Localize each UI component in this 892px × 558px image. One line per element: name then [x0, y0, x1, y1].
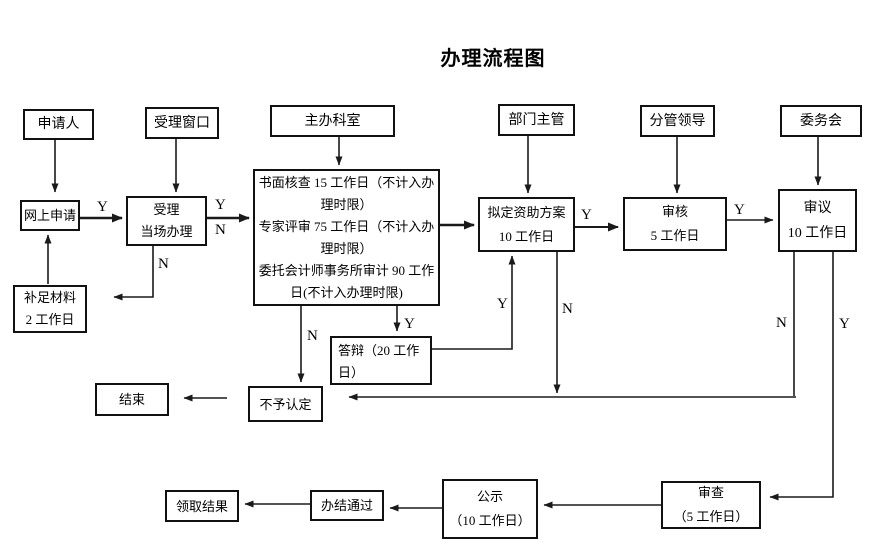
node-defense: 答辩（20 工作日）: [330, 336, 432, 385]
node-office-tasks: 书面核查 15 工作日（不计入办理时限） 专家评审 75 工作日（不计入办理时限…: [253, 169, 440, 306]
node-complete-passed: 办结通过: [310, 490, 384, 521]
edge-label-no: N: [158, 256, 169, 272]
node-accept-onsite: 受理 当场办理: [126, 196, 207, 246]
node-review-line2: 5 工作日: [650, 228, 700, 243]
node-department-head-label: 部门主管: [508, 112, 565, 128]
node-applicant-label: 申请人: [37, 117, 80, 132]
node-get-result: 领取结果: [165, 490, 239, 522]
node-not-approved-label: 不予认定: [259, 396, 312, 412]
edge-label-no: N: [562, 301, 573, 317]
node-lead-office-label: 主办科室: [304, 113, 361, 129]
node-supplement-line1: 补足材料: [23, 290, 76, 305]
node-deliberation-line2: 10 工作日: [787, 225, 848, 241]
node-acceptance-window: 受理窗口: [145, 107, 219, 139]
node-leader-in-charge: 分管领导: [640, 105, 715, 137]
node-department-head: 部门主管: [498, 104, 575, 136]
node-office-tasks-line1: 书面核查 15 工作日（不计入办理时限）: [258, 174, 435, 212]
node-complete-passed-label: 办结通过: [320, 498, 373, 513]
node-inspection-line2: （5 工作日）: [673, 509, 749, 524]
node-defense-label: 答辩（20 工作日）: [338, 342, 420, 380]
edge-label-yes: Y: [734, 202, 745, 218]
edge-label-yes: Y: [215, 197, 226, 213]
node-publicity: 公示 （10 工作日）: [442, 479, 538, 539]
node-review-line1: 审核: [661, 204, 688, 219]
node-supplement-materials: 补足材料 2 工作日: [13, 285, 87, 333]
edge-label-no: N: [307, 328, 318, 344]
edge-label-yes: Y: [97, 199, 108, 215]
node-lead-office: 主办科室: [270, 105, 395, 137]
node-end-label: 结束: [118, 392, 145, 407]
node-review: 审核 5 工作日: [623, 197, 727, 251]
edge-label-yes: Y: [497, 296, 508, 312]
node-end: 结束: [95, 383, 169, 416]
node-supplement-line2: 2 工作日: [25, 312, 75, 327]
node-office-tasks-line2: 专家评审 75 工作日（不计入办理时限）: [258, 218, 435, 256]
node-committee-label: 委务会: [800, 113, 842, 129]
node-inspection: 审查 （5 工作日）: [661, 481, 761, 529]
node-not-approved: 不予认定: [248, 386, 323, 422]
node-accept-line2: 当场办理: [140, 224, 193, 239]
node-funding-plan-line1: 拟定资助方案: [487, 204, 566, 220]
node-office-tasks-line3: 委托会计师事务所审计 90 工作日(不计入办理时限): [258, 262, 435, 300]
edge-label-yes: Y: [581, 207, 592, 223]
edge-label-yes: Y: [404, 316, 415, 332]
page-title: 办理流程图: [440, 48, 546, 70]
node-committee: 委务会: [780, 105, 862, 137]
node-applicant: 申请人: [23, 109, 94, 140]
node-online-application-label: 网上申请: [23, 208, 76, 223]
node-acceptance-window-label: 受理窗口: [154, 115, 210, 131]
node-deliberation: 审议 10 工作日: [778, 189, 857, 252]
node-publicity-line1: 公示: [476, 489, 503, 504]
node-publicity-line2: （10 工作日）: [449, 513, 531, 528]
node-inspection-line1: 审查: [697, 485, 724, 500]
edge-label-no: N: [776, 315, 787, 331]
node-get-result-label: 领取结果: [175, 498, 228, 514]
node-leader-in-charge-label: 分管领导: [649, 113, 706, 129]
edge-label-yes: Y: [839, 316, 850, 332]
node-funding-plan-line2: 10 工作日: [498, 228, 555, 244]
node-deliberation-line1: 审议: [803, 200, 832, 216]
edge-label-no: N: [215, 222, 226, 238]
node-accept-line1: 受理: [153, 202, 180, 217]
node-online-application: 网上申请: [20, 200, 80, 231]
node-funding-plan: 拟定资助方案 10 工作日: [478, 197, 575, 252]
